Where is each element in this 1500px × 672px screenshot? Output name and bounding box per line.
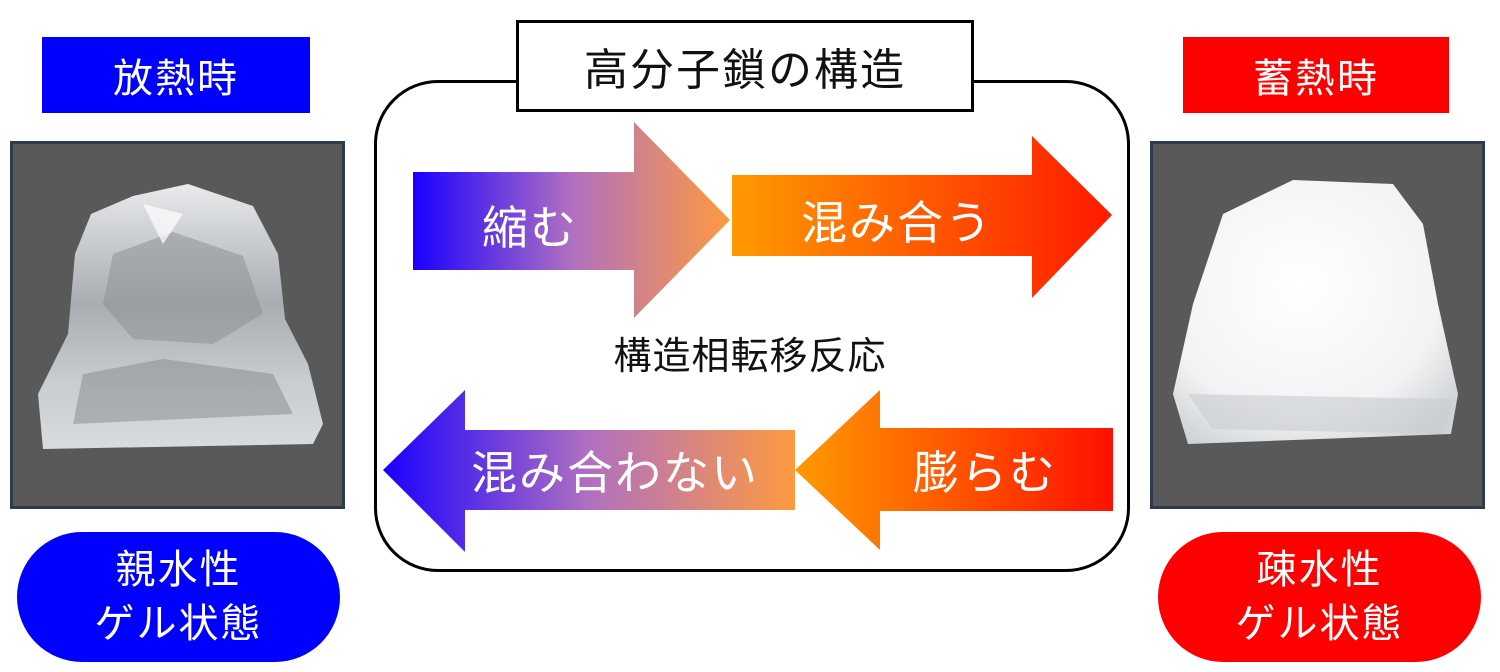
white-gel-photo [1150,141,1485,509]
polymer-structure-title-text: 高分子鎖の構造 [584,45,906,96]
heat-release-header: 放熱時 [42,37,310,113]
polymer-structure-title: 高分子鎖の構造 [516,20,974,112]
hydrophobic-gel-badge: 疎水性 ゲル状態 [1158,532,1481,662]
unmix-arrow [383,390,795,552]
hydrophilic-label: 親水性 [115,547,242,593]
hydrophobic-label: 疎水性 [1256,547,1383,593]
heat-release-label: 放熱時 [113,56,239,102]
mix-arrow [732,136,1112,298]
swell-label: 膨らむ [913,446,1057,500]
heat-storage-header: 蓄熱時 [1183,37,1449,113]
white-gel-image [1173,180,1458,444]
unmix-label: 混み合わない [471,446,759,500]
shrink-label: 縮む [482,201,578,255]
phase-transition-label: 構造相転移反応 [613,333,887,378]
gel-state-label-left: ゲル状態 [94,601,263,647]
mix-label: 混み合う [801,196,993,250]
heat-storage-label: 蓄熱時 [1253,56,1379,102]
clear-gel-image [38,184,323,449]
gel-state-label-right: ゲル状態 [1235,601,1404,647]
clear-gel-photo [10,141,345,509]
swell-arrow [795,390,1113,550]
hydrophilic-gel-badge: 親水性 ゲル状態 [17,532,340,662]
shrink-arrow [413,122,730,318]
